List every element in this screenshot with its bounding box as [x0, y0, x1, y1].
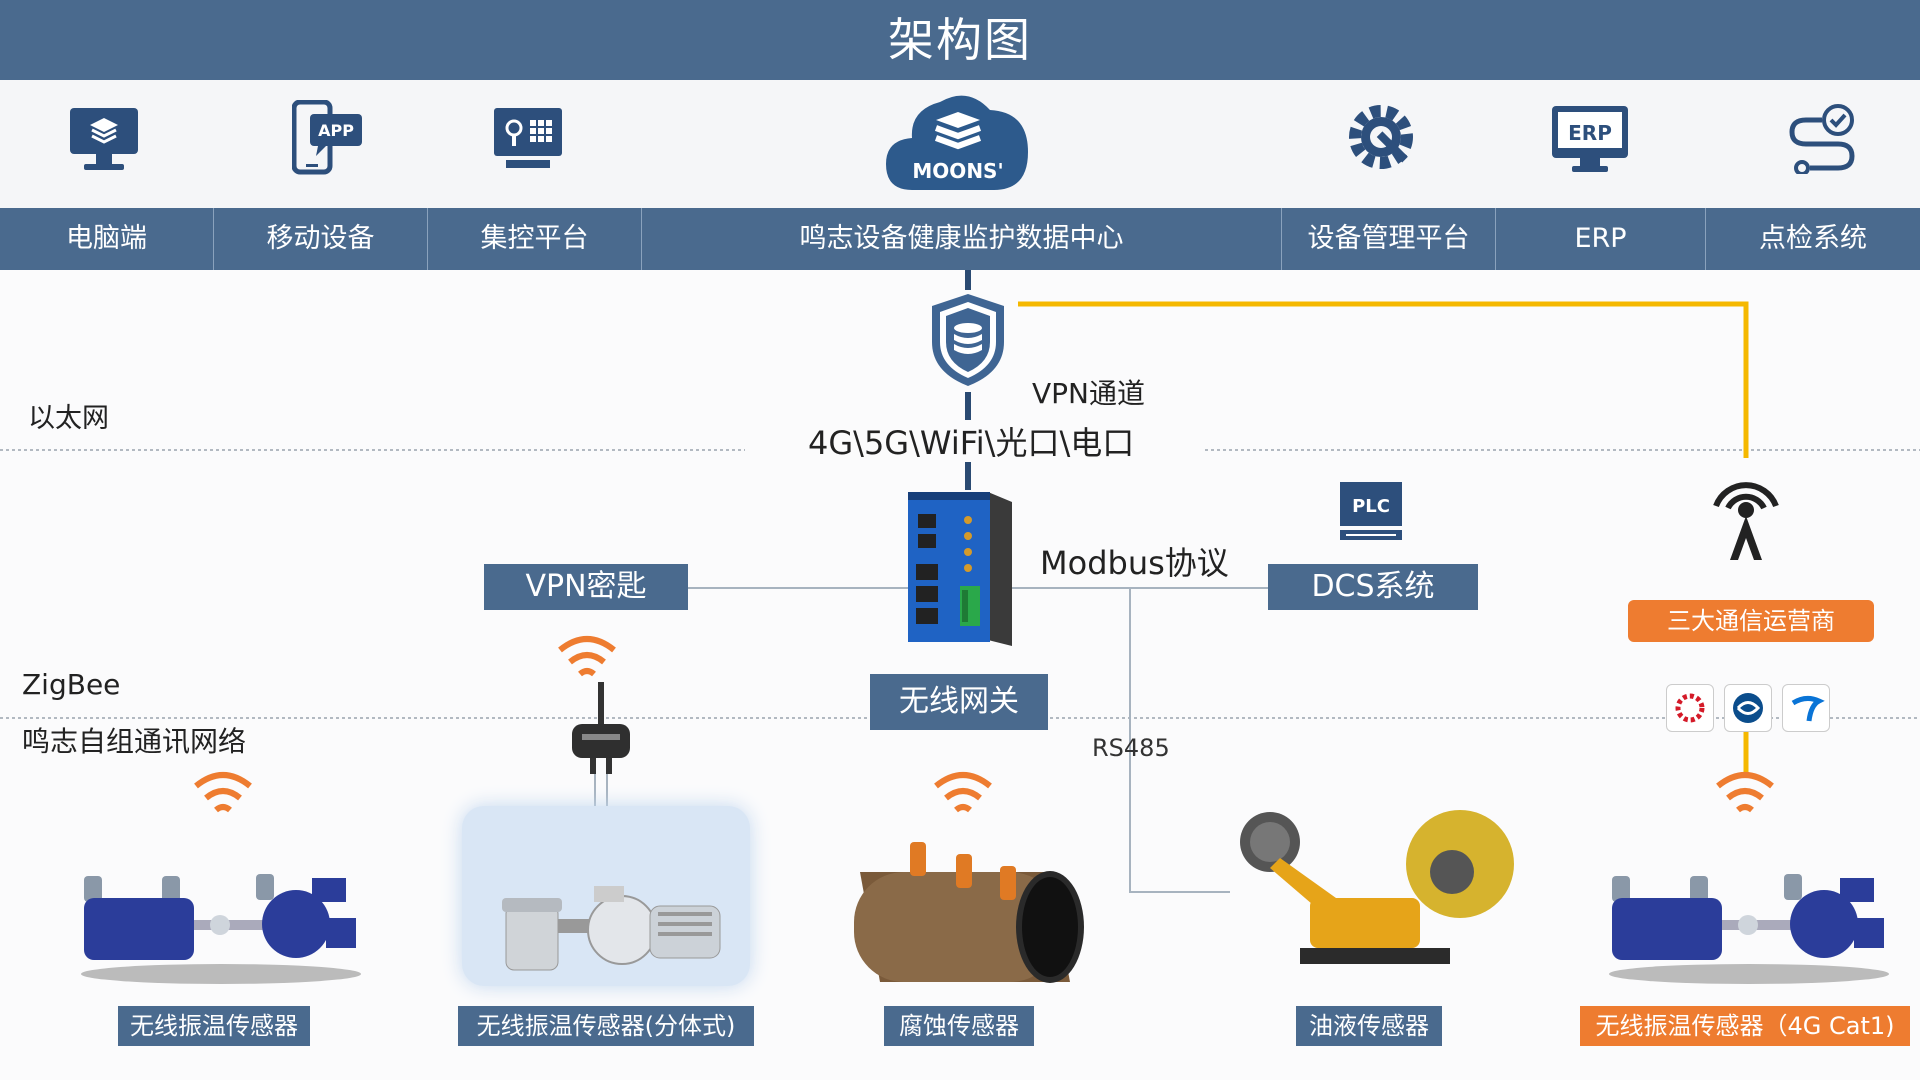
dcs-system-label: DCS系统: [1268, 564, 1478, 610]
icon-row: APP MOONS': [0, 80, 1920, 208]
wifi-icon: [192, 770, 254, 820]
split-pump-panel: [462, 806, 750, 986]
china-mobile-icon: [1724, 684, 1772, 732]
vpn-channel-label: VPN通道: [1032, 377, 1145, 410]
sensor-label-wireless: 无线振温传感器: [118, 1006, 310, 1046]
nav-item-central-control[interactable]: 集控平台: [428, 208, 642, 270]
sensor-label-4g: 无线振温传感器（4G Cat1): [1580, 1006, 1910, 1046]
top-nav-bar: 电脑端 移动设备 集控平台 鸣志设备健康监护数据中心 设备管理平台 ERP 点检…: [0, 208, 1920, 270]
split-sensor-device-icon: [568, 680, 634, 784]
page-title: 架构图: [888, 13, 1032, 67]
network-links-label: 4G\5G\WiFi\光口\电口: [808, 424, 1135, 462]
industrial-pump-image: [502, 886, 721, 971]
ethernet-label: 以太网: [28, 403, 109, 434]
sensor-label-split: 无线振温传感器(分体式): [458, 1006, 754, 1046]
gear-wrench-icon: [1344, 100, 1418, 178]
mining-machine-image: [1230, 808, 1530, 992]
pump-motor-4g-image: [1604, 858, 1894, 992]
nav-item-pc[interactable]: 电脑端: [0, 208, 214, 270]
plc-icon: PLC: [1338, 480, 1404, 546]
sensor-label-corrosion: 腐蚀传感器: [884, 1006, 1034, 1046]
shield-database-icon: [928, 290, 1008, 394]
erp-icon-text: ERP: [1568, 121, 1612, 145]
nav-item-inspection[interactable]: 点检系统: [1759, 223, 1867, 254]
vpn-key-label: VPN密匙: [484, 564, 688, 610]
wireless-gateway-label: 无线网关: [870, 674, 1048, 730]
plc-icon-text: PLC: [1352, 496, 1390, 517]
route-check-icon: [1786, 102, 1858, 178]
pump-motor-image: [76, 858, 366, 992]
gateway-device-icon: [906, 490, 1016, 654]
moons-cloud-icon: MOONS': [882, 82, 1032, 198]
nav-item-device-management[interactable]: 设备管理平台: [1282, 208, 1496, 270]
monitor-layers-icon: [68, 106, 140, 176]
nav-item-erp[interactable]: ERP: [1496, 208, 1706, 270]
carriers-label: 三大通信运营商: [1628, 600, 1874, 642]
china-unicom-icon: [1666, 684, 1714, 732]
signal-tower-icon: [1704, 460, 1788, 568]
control-platform-icon: [492, 106, 564, 176]
sensor-label-oil: 油液传感器: [1296, 1006, 1442, 1046]
erp-monitor-icon: ERP: [1550, 104, 1630, 178]
rs485-label: RS485: [1092, 734, 1170, 762]
title-bar: [0, 0, 1920, 80]
mobile-app-icon: APP: [291, 99, 364, 180]
wifi-icon: [1714, 770, 1776, 820]
china-telecom-icon: [1782, 684, 1830, 732]
moons-logo-text: MOONS': [912, 159, 1003, 183]
zigbee-label: ZigBee: [22, 668, 121, 701]
wifi-icon: [932, 770, 994, 820]
wifi-icon: [556, 634, 618, 684]
mesh-network-label: 鸣志自组通讯网络: [22, 725, 247, 758]
nav-item-mobile[interactable]: 移动设备: [214, 208, 428, 270]
modbus-label: Modbus协议: [1040, 544, 1229, 582]
nav-item-data-center[interactable]: 鸣志设备健康监护数据中心: [642, 208, 1282, 270]
corrosion-pipe-image: [840, 832, 1100, 996]
app-icon-text: APP: [318, 121, 354, 140]
